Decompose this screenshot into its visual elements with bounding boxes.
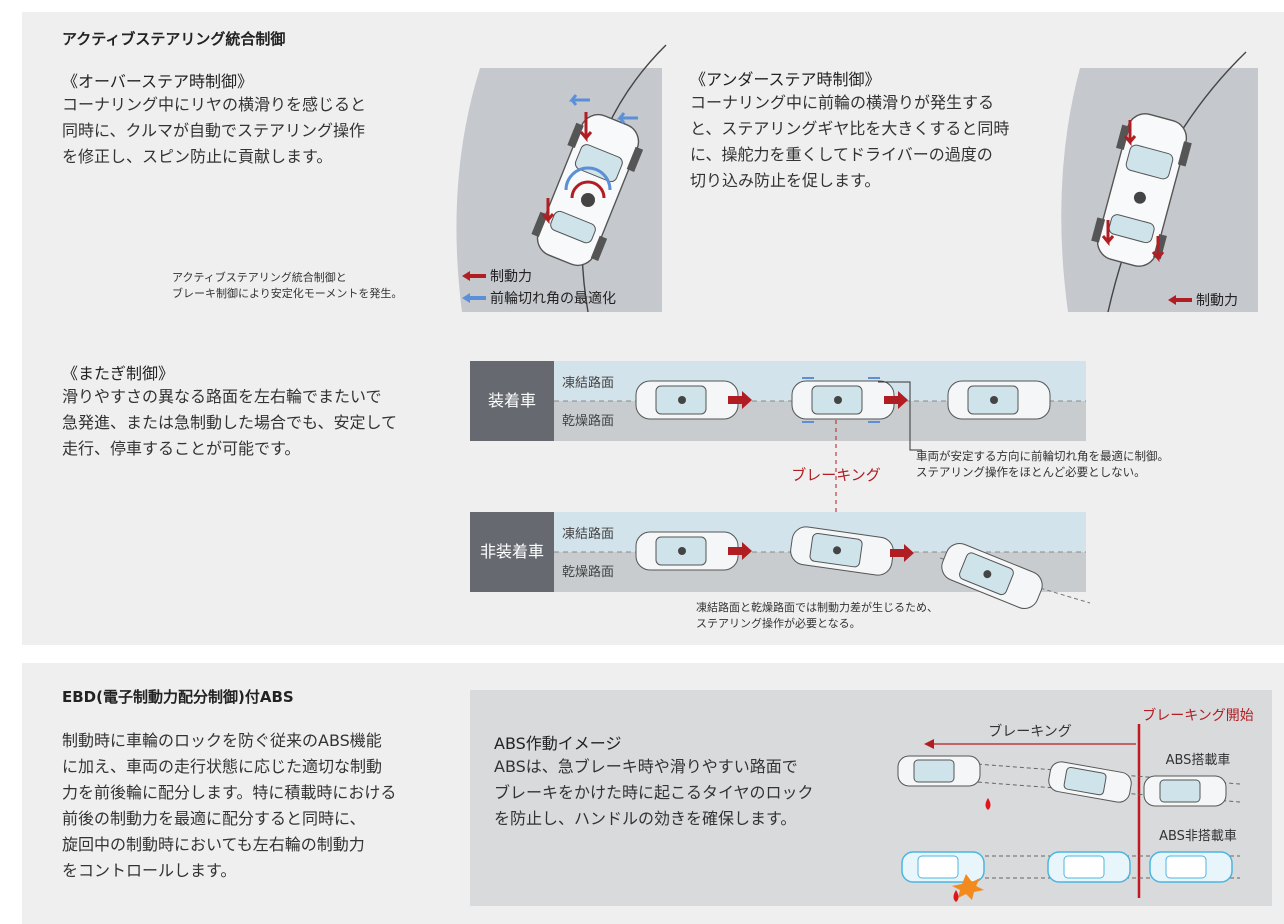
brake-arrow-icon [1151, 236, 1165, 263]
brake-arrow-icon [541, 198, 555, 225]
legend-steer-label: 前輪切れ角の最適化 [490, 291, 616, 307]
brake-arrow-icon [1123, 120, 1137, 147]
understeer-heading: 《アンダーステア時制御》 [690, 70, 881, 89]
section1-title: アクティブステアリング統合制御 [62, 30, 286, 48]
equipped-label: 装着車 [488, 391, 536, 410]
oversteer-line: 同時に、クルマが自動でステアリング操作 [62, 121, 366, 140]
split-line: 滑りやすさの異なる路面を左右輪でまたいで [62, 387, 382, 406]
equipped-label-box [470, 361, 554, 441]
abs-equipped-label: ABS搭載車 [1166, 752, 1231, 768]
car-side-top [947, 380, 1051, 420]
brake-arrow-icon [884, 391, 908, 409]
understeer-legend-brake-label: 制動力 [1196, 293, 1238, 309]
brake-arrow-icon [579, 112, 593, 143]
abs-image-line: ブレーキをかけた時に起こるタイヤのロック [494, 783, 814, 802]
braking-label: ブレーキング [988, 723, 1072, 740]
car-side-top [941, 543, 1043, 609]
steer-arrow-icon [616, 112, 638, 124]
equipped-note-line: 車両が安定する方向に前輪切れ角を最適に制御。 [916, 449, 1169, 463]
red-arrow-icon [1168, 295, 1192, 305]
oversteer-line: を修正し、スピン防止に貢献します。 [62, 147, 333, 166]
abs-image-title: ABS作動イメージ [494, 734, 622, 753]
car-side-top [897, 755, 981, 787]
section2-line: をコントロールします。 [62, 861, 237, 880]
callout-line [878, 381, 922, 451]
braking-start-label: ブレーキング開始 [1142, 707, 1254, 724]
unequipped-note-line: ステアリング操作が必要となる。 [696, 617, 861, 630]
section2-line: 旋回中の制動時においても左右輪の制動力 [62, 835, 365, 854]
understeer-legend-brake: 制動力 [1168, 290, 1238, 310]
oversteer-note-line: アクティブステアリング統合制御と [172, 271, 347, 284]
unequipped-note-line: 凍結路面と乾燥路面では制動力差が生じるため、 [696, 601, 938, 614]
water-drop-icon [985, 798, 991, 810]
legend-steer: 前輪切れ角の最適化 [462, 288, 616, 308]
split-heading: 《またぎ制御》 [62, 364, 175, 383]
understeer-line: コーナリング中に前輪の横滑りが発生する [690, 93, 995, 112]
braking-arrow-head [924, 739, 934, 749]
unequipped-label-box [470, 512, 554, 592]
abs-unequipped-label: ABS非搭載車 [1159, 828, 1237, 844]
oversteer-line: コーナリング中にリヤの横滑りを感じると [62, 95, 367, 114]
section2-line: 制動時に車輪のロックを防ぐ従来のABS機能 [62, 731, 382, 750]
dry-road-label: 乾燥路面 [562, 413, 614, 429]
skid-spark-icon [952, 874, 984, 902]
section2-title: EBD(電子制動力配分制御)付ABS [62, 688, 294, 706]
oversteer-illustration [456, 44, 667, 313]
car-side-top [1047, 851, 1131, 883]
oversteer-note-line: ブレーキ制御により安定化モーメントを発生。 [172, 287, 403, 300]
moment-arcs-icon [564, 166, 612, 207]
brake-arrow-icon [728, 391, 752, 409]
section2-line: 前後の制動力を最適に配分すると同時に、 [62, 809, 366, 828]
car-top-view [1091, 113, 1192, 267]
split-mu-diagram: 装着車 凍結路面 乾燥路面 ブレーキング 非装着車 凍結路面 乾燥路面 [470, 361, 1091, 609]
car-side-top [901, 851, 985, 883]
braking-label: ブレーキング [791, 466, 881, 484]
understeer-line: 切り込み防止を促します。 [690, 171, 881, 190]
blue-arrow-icon [462, 293, 486, 303]
car-side-top [635, 531, 739, 571]
dry-road-label: 乾燥路面 [562, 564, 614, 580]
steer-arrow-icon [568, 94, 590, 106]
split-line: 走行、停車することが可能です。 [62, 439, 301, 458]
abs-image-text: ABSは、急ブレーキ時や滑りやすい路面で ブレーキをかけた時に起こるタイヤのロッ… [494, 754, 874, 832]
legend-brake: 制動力 [462, 266, 532, 286]
red-arrow-icon [462, 271, 486, 281]
oversteer-text: コーナリング中にリヤの横滑りを感じると 同時に、クルマが自動でステアリング操作 … [62, 92, 442, 170]
car-side-top [1149, 851, 1233, 883]
car-side-top [635, 380, 739, 420]
ice-road-label: 凍結路面 [562, 526, 614, 542]
understeer-illustration [1061, 51, 1258, 313]
car-top-view [531, 113, 644, 267]
car-side-top [790, 526, 894, 576]
section2-line: 力を前後輪に配分します。特に積載時における [62, 783, 397, 802]
oversteer-note: アクティブステアリング統合制御と ブレーキ制御により安定化モーメントを発生。 [172, 270, 402, 302]
understeer-text: コーナリング中に前輪の横滑りが発生する と、ステアリングギヤ比を大きくすると同時… [690, 90, 1050, 194]
unequipped-note: 凍結路面と乾燥路面では制動力差が生じるため、 ステアリング操作が必要となる。 [696, 600, 938, 632]
legend-brake-label: 制動力 [490, 269, 532, 285]
understeer-line: に、操舵力を重くしてドライバーの過度の [690, 145, 993, 164]
section2-line: に加え、車両の走行状態に応じた適切な制動 [62, 757, 383, 776]
oversteer-heading: 《オーバーステア時制御》 [62, 72, 254, 91]
brake-arrow-icon [1101, 220, 1115, 247]
abs-image-line: ABSは、急ブレーキ時や滑りやすい路面で [494, 757, 798, 776]
brake-arrow-icon [728, 542, 752, 560]
equipped-note-line: ステアリング操作をほとんど必要としない。 [916, 465, 1146, 479]
section2-text: 制動時に車輪のロックを防ぐ従来のABS機能 に加え、車両の走行状態に応じた適切な… [62, 728, 442, 884]
split-text: 滑りやすさの異なる路面を左右輪でまたいで 急発進、または急制動した場合でも、安定… [62, 384, 442, 462]
car-side-top [1143, 775, 1227, 807]
unequipped-label: 非装着車 [480, 542, 544, 561]
equipped-note: 車両が安定する方向に前輪切れ角を最適に制御。 ステアリング操作をほとんど必要とし… [916, 448, 1169, 480]
abs-image-line: を防止し、ハンドルの効きを確保します。 [494, 809, 797, 828]
car-side-top [1048, 761, 1132, 803]
brake-arrow-icon [890, 544, 914, 562]
car-side-top [791, 377, 895, 423]
split-line: 急発進、または急制動した場合でも、安定して [62, 413, 398, 432]
ice-road-label: 凍結路面 [562, 375, 614, 391]
abs-diagram: ブレーキング開始 ブレーキング ABS搭載車 ABS非搭載車 [897, 707, 1254, 902]
understeer-line: と、ステアリングギヤ比を大きくすると同時 [690, 119, 1010, 138]
